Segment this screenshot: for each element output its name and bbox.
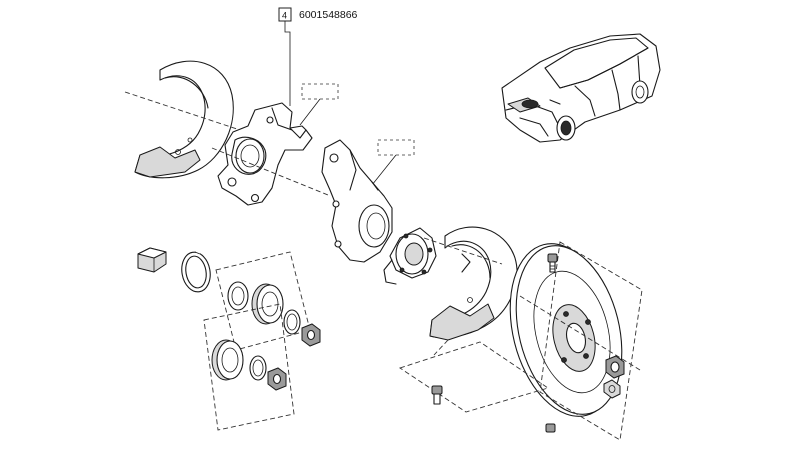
empty-callout-upper	[301, 83, 339, 100]
reference-index: 4	[282, 11, 287, 21]
empty-callout-lower	[377, 139, 415, 156]
wheel-hub	[383, 227, 437, 285]
screw-lower	[431, 385, 443, 405]
disc-screw-group	[398, 341, 550, 413]
vehicle-location-icon	[501, 33, 661, 143]
snap-ring	[181, 250, 211, 293]
brake-disc	[509, 243, 623, 417]
steering-knuckle-upper	[217, 102, 313, 206]
rear-dust-shield-left	[134, 60, 234, 179]
part-number: 6001548866	[299, 9, 358, 21]
grease-pack	[137, 247, 167, 273]
screw-disc-bottom	[545, 423, 556, 433]
axis-line-middle	[211, 147, 329, 196]
axis-line-upper	[124, 91, 241, 131]
steering-knuckle-lower	[321, 139, 393, 263]
axle-nut-right	[603, 355, 625, 399]
part-reference: 4 6001548866	[278, 7, 358, 106]
front-dust-shield	[429, 226, 518, 341]
bearing-kit-lower-outline	[203, 303, 295, 431]
axis-line-shield	[423, 237, 503, 265]
disc-bolt-top	[547, 253, 558, 273]
bearing-kit-upper	[227, 281, 321, 347]
bearing-kit-lower	[211, 339, 287, 391]
